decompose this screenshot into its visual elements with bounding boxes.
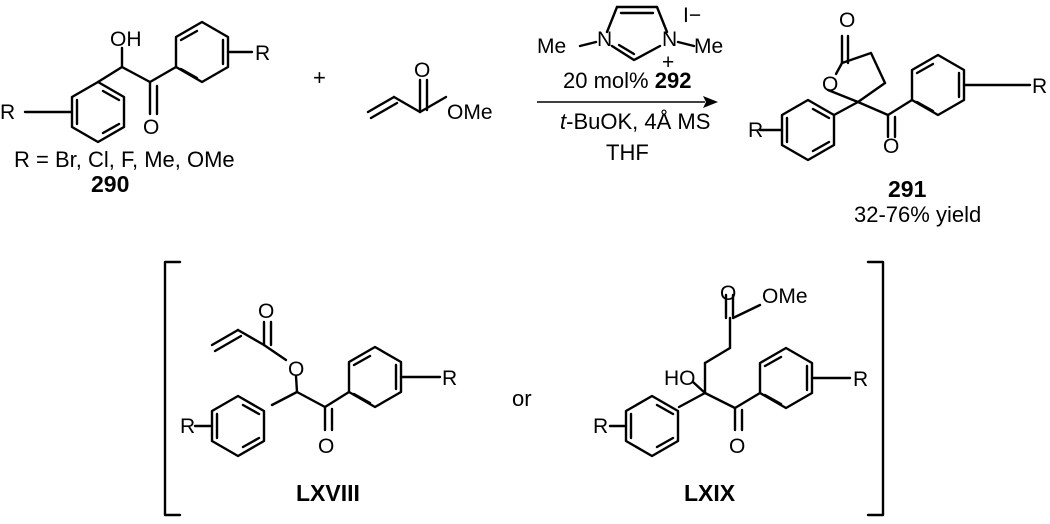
acrylate-carbonyl-oxygen: O bbox=[258, 300, 274, 323]
compound-290-structure bbox=[23, 20, 254, 144]
plus-sign: + bbox=[313, 65, 326, 90]
carbonyl-oxygen-label: O bbox=[143, 116, 159, 139]
substituent-label: R bbox=[853, 368, 868, 391]
methoxy-label: OMe bbox=[447, 101, 493, 124]
catalyst-292-structure bbox=[578, 5, 696, 62]
solvent-label: THF bbox=[606, 140, 649, 165]
substituent-options: R = Br, Cl, F, Me, OMe bbox=[14, 147, 235, 172]
substituent-label: R bbox=[0, 101, 15, 124]
lactone-carbonyl-oxygen: O bbox=[839, 9, 855, 32]
catalyst-charge-plus: + bbox=[662, 51, 674, 74]
substituent-label: R bbox=[255, 42, 270, 65]
substituent-label: R bbox=[442, 367, 457, 390]
ketone-oxygen-label: O bbox=[729, 435, 745, 458]
ketone-oxygen-label: O bbox=[318, 435, 334, 458]
yield-label: 32-76% yield bbox=[854, 202, 981, 227]
ketone-oxygen-label: O bbox=[883, 135, 899, 158]
left-bracket bbox=[163, 260, 182, 517]
or-label: or bbox=[512, 386, 532, 411]
right-bracket bbox=[866, 260, 885, 517]
catalyst-loading: 20 mol% 292 bbox=[563, 68, 691, 93]
catalyst-nitrogen-left: N bbox=[597, 28, 612, 51]
hydroxy-label: OH bbox=[110, 28, 142, 51]
ester-carbonyl-oxygen: O bbox=[720, 282, 736, 305]
iodide-counterion: I− bbox=[683, 4, 701, 27]
methoxy-label: OMe bbox=[762, 285, 808, 308]
ester-oxygen-label: O bbox=[288, 358, 304, 381]
compound-290-label: 290 bbox=[91, 171, 129, 197]
compound-291-structure bbox=[758, 34, 1032, 162]
substituent-label: R bbox=[748, 119, 763, 142]
lactone-ring-oxygen: O bbox=[822, 73, 838, 96]
catalyst-methyl-left: Me bbox=[537, 35, 566, 58]
compound-291-label: 291 bbox=[888, 176, 927, 202]
intermediate-lxix-structure bbox=[608, 293, 852, 458]
substituent-label: R bbox=[180, 415, 195, 438]
substituent-label: R bbox=[1032, 75, 1047, 98]
substituent-label: R bbox=[593, 415, 608, 438]
methyl-acrylate-structure bbox=[366, 78, 448, 120]
hydroxy-label: HO bbox=[664, 367, 696, 390]
intermediate-lxix-label: LXIX bbox=[684, 480, 736, 506]
reaction-arrow bbox=[537, 96, 718, 108]
intermediate-lxviii-label: LXVIII bbox=[296, 480, 360, 506]
catalyst-nitrogen-right: N bbox=[662, 28, 677, 51]
catalyst-methyl-right: Me bbox=[694, 35, 723, 58]
intermediate-lxviii-structure bbox=[193, 320, 442, 458]
ester-carbonyl-oxygen: O bbox=[414, 59, 430, 82]
base-conditions: t-BuOK, 4Å MS bbox=[560, 109, 710, 134]
